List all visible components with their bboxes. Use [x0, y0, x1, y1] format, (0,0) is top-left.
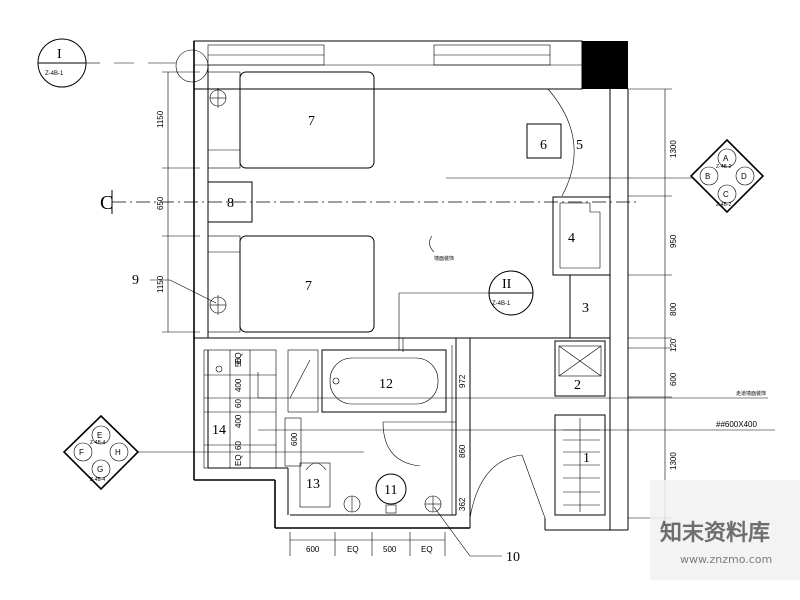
dim-left-2: 650 [156, 196, 165, 210]
toilet-number: 13 [306, 477, 320, 492]
dim-vanity-1: 400 [234, 378, 243, 392]
closet-number: 1 [583, 451, 590, 466]
basin-number: 11 [384, 483, 397, 498]
section-mark-I [37, 38, 209, 88]
entry-door-arc [469, 454, 523, 519]
nightstand-number: 8 [227, 196, 234, 211]
callout-9-label: 9 [132, 273, 139, 288]
bed-upper [207, 71, 375, 169]
elev-G: G [97, 465, 103, 474]
floor-drain-lamps [343, 495, 442, 513]
section-I-roman: I [57, 47, 62, 62]
dim-right-2: 950 [669, 234, 678, 248]
dim-vanity-5: 50 [234, 358, 243, 367]
elev-C: C [723, 190, 729, 199]
elevation-tag-right [446, 138, 765, 214]
elev-A: A [723, 154, 729, 163]
section-mark-II [398, 270, 534, 352]
dim-right-1: 1300 [669, 140, 678, 158]
dim-vanity-4: 60 [234, 441, 243, 450]
dim-left-1: 1150 [156, 110, 165, 128]
door-swing-arc [547, 88, 575, 197]
dim-vanity-2: 400 [234, 414, 243, 428]
centerline [111, 190, 638, 214]
dim-vanity-6: EQ [234, 352, 243, 364]
elevation-tag-left [62, 414, 364, 491]
dim-vanity-8: 600 [290, 432, 299, 446]
room-walls [193, 41, 629, 531]
elev-left-ref-2: Z-4B-4 [90, 477, 106, 483]
elev-B: B [705, 172, 710, 181]
section-II-ref: Z-4B-1 [492, 301, 511, 307]
bathtub-number: 12 [379, 377, 393, 392]
dim-vanity-3: 60 [234, 399, 243, 408]
vanity-area [203, 349, 277, 469]
dim-left-3: 1150 [156, 275, 165, 293]
corridor-note: 走道墙面装饰 [736, 390, 766, 397]
chair-number: 6 [540, 138, 547, 153]
callout-10-leader [433, 506, 471, 557]
chair [526, 123, 562, 159]
structural-column [582, 41, 628, 89]
dim-right-3: 800 [669, 302, 678, 316]
elev-E: E [97, 431, 102, 440]
bed-upper-number: 7 [308, 114, 315, 129]
bed-lower-number: 7 [305, 279, 312, 294]
section-II-roman: II [502, 277, 512, 292]
opening-symbol [429, 235, 435, 253]
floor-tile-note: ##600X400 [716, 420, 757, 429]
shower-screen [287, 349, 319, 413]
closet [554, 414, 606, 516]
dim-bottom-4: EQ [421, 545, 433, 554]
wall-lamp-lower [209, 295, 227, 315]
dim-right-5: 600 [669, 372, 678, 386]
vanity-number: 14 [212, 423, 226, 438]
elev-right-ref-2: Z-4B-2 [716, 202, 732, 208]
centerline-label: C [100, 192, 113, 214]
wardrobe-gap-number: 3 [582, 301, 589, 316]
watermark-url: www.znzmo.com [680, 553, 772, 566]
elev-right-ref-1: Z-4B-2 [716, 164, 732, 170]
elev-H: H [115, 448, 121, 457]
toilet [299, 462, 331, 508]
dim-bath-1: 972 [458, 374, 467, 388]
opening-note: 墙面装饰 [434, 255, 454, 262]
dim-bottom-3: 500 [383, 545, 397, 554]
desk-number: 4 [568, 231, 575, 246]
minibar-cabinet [554, 340, 606, 397]
dim-bath-2: 860 [458, 444, 467, 458]
cabinet-number: 2 [574, 378, 581, 393]
dim-bottom-2: EQ [347, 545, 359, 554]
dim-bottom-1: 600 [306, 545, 320, 554]
wardrobe-gap [569, 274, 611, 339]
elev-left-ref-1: Z-4B-4 [90, 440, 106, 446]
watermark: 知末资料库 www.znzmo.com [650, 480, 800, 580]
watermark-brand: 知末资料库 [660, 520, 770, 546]
bed-lower [207, 235, 375, 333]
chair-area-number: 5 [576, 138, 583, 153]
bathtub [321, 349, 447, 413]
wall-lamp-upper [209, 88, 227, 108]
dim-vanity-7: EQ [234, 454, 243, 466]
section-I-ref: Z-4B-1 [45, 71, 64, 77]
dim-right-6: 1300 [669, 452, 678, 470]
dim-right-4: 120 [669, 338, 678, 352]
callout-10-label: 10 [506, 550, 520, 565]
basin [375, 473, 407, 514]
window-wall [193, 40, 583, 90]
bottom-dimension-chain [289, 532, 446, 556]
dim-bath-3: 362 [458, 497, 467, 511]
elev-F: F [79, 448, 84, 457]
right-dimension-chain [628, 88, 672, 530]
desk [552, 196, 611, 276]
elev-D: D [741, 172, 747, 181]
